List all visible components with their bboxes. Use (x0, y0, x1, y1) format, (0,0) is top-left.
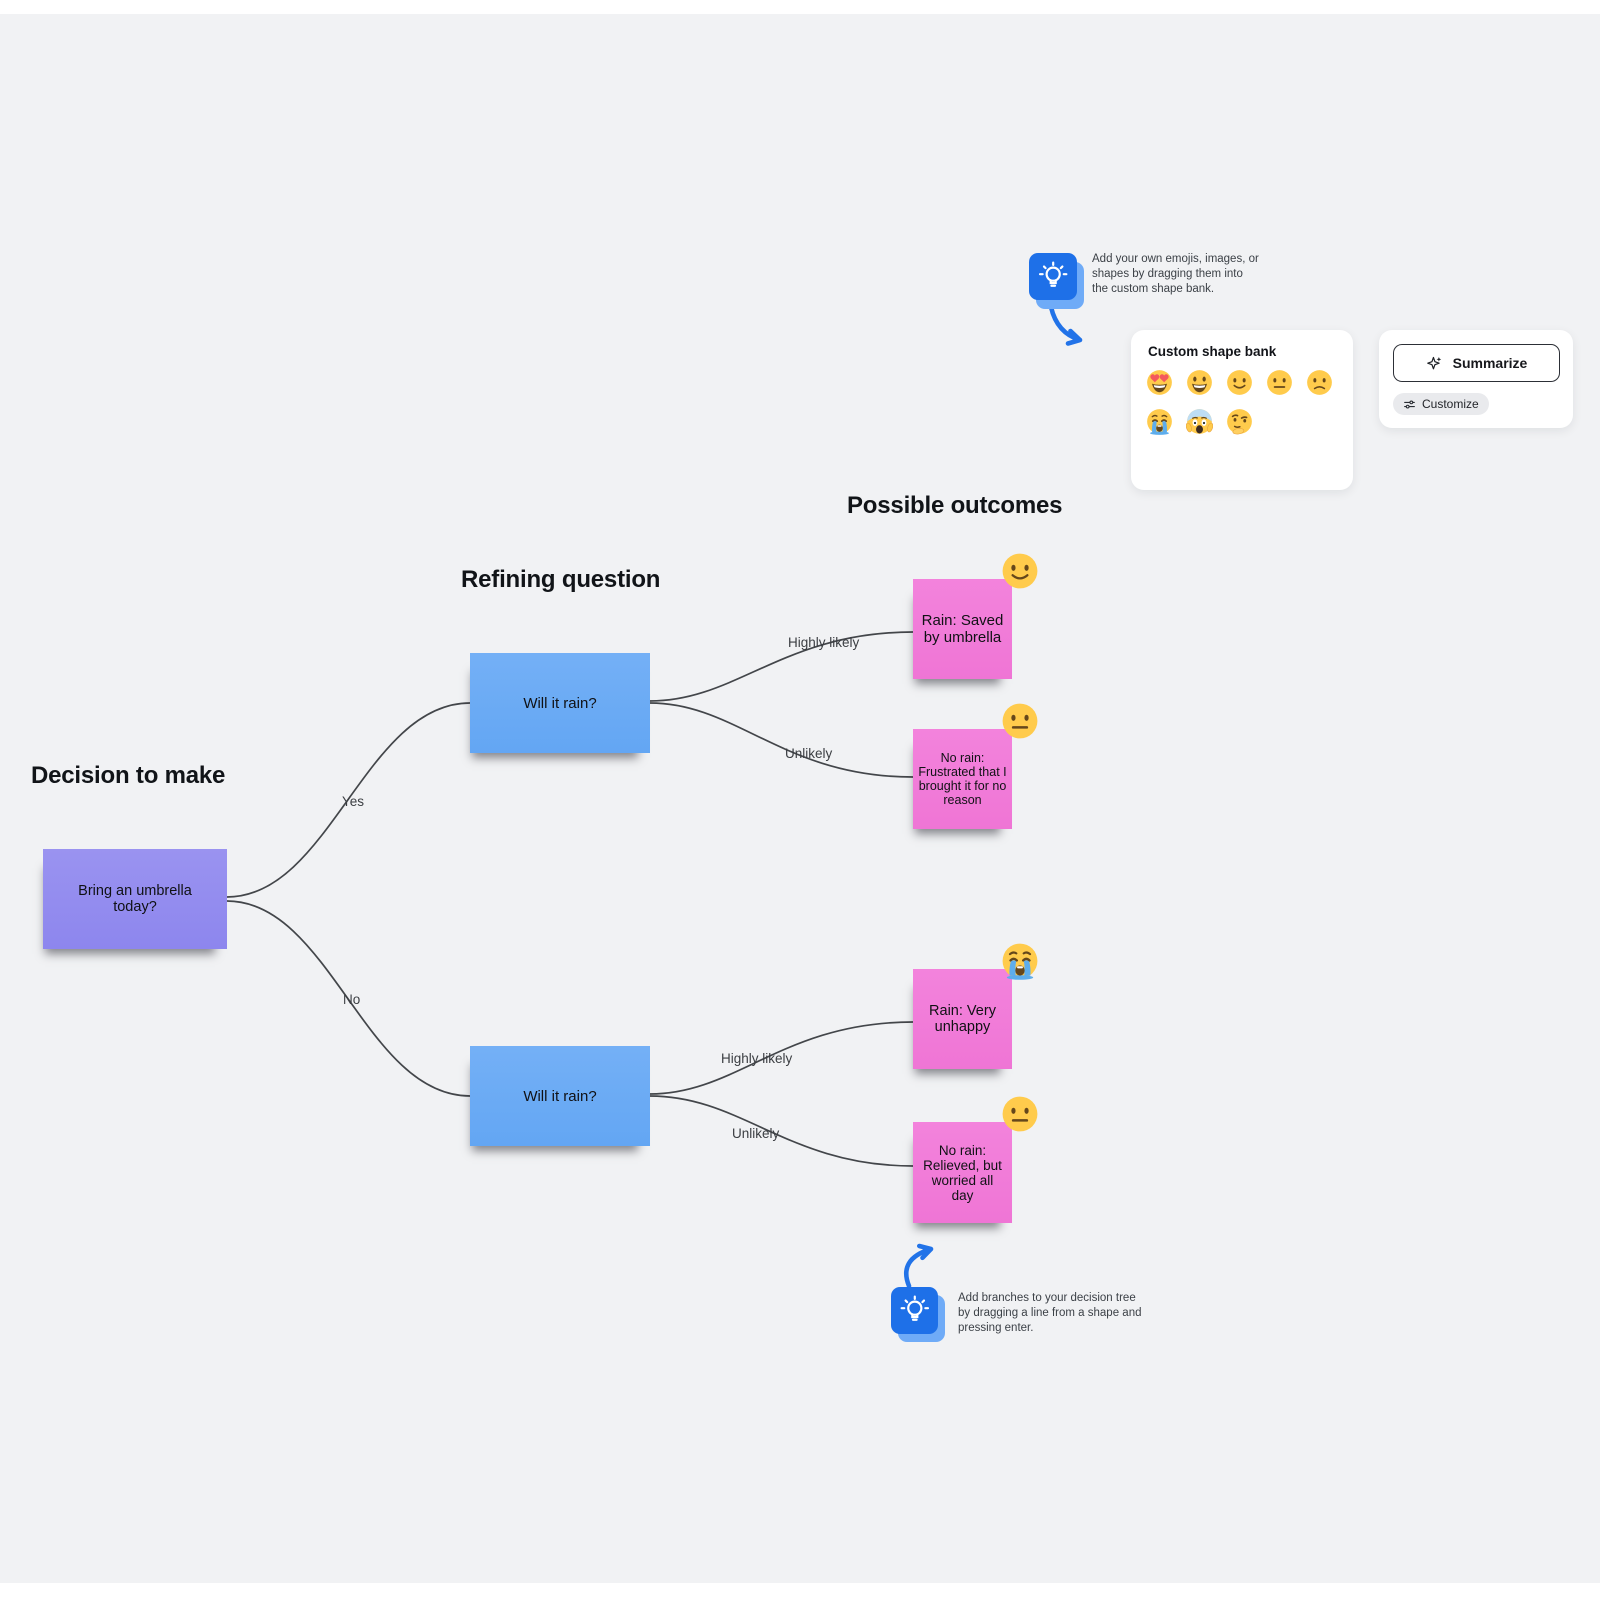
summarize-button[interactable]: Summarize (1393, 344, 1560, 382)
shape-question-will-it-rain-1[interactable]: Will it rain? (470, 653, 650, 753)
lightbulb-icon (891, 1287, 938, 1334)
customize-button[interactable]: Customize (1393, 393, 1489, 415)
board-background[interactable] (0, 14, 1600, 1583)
face-screaming-in-fear-icon[interactable] (1186, 408, 1213, 435)
custom-shape-bank-title: Custom shape bank (1148, 344, 1277, 359)
lightbulb-tip-icon-top (1029, 253, 1084, 309)
neutral-face-icon[interactable] (1001, 1095, 1039, 1133)
sliders-icon (1404, 400, 1415, 408)
slightly-smiling-face-icon[interactable] (1001, 552, 1039, 590)
custom-shape-bank-panel: Custom shape bank (1131, 330, 1353, 490)
shape-text: Will it rain? (523, 1087, 597, 1105)
branch-label-highly-likely-1[interactable]: Highly likely (788, 635, 860, 650)
smiling-face-with-heart-eyes-icon[interactable] (1146, 369, 1173, 396)
shape-question-will-it-rain-2[interactable]: Will it rain? (470, 1046, 650, 1146)
sticky-note-text: Rain: Saved by umbrella (921, 612, 1004, 646)
tip-text-branches: Add branches to your decision tree by dr… (958, 1292, 1142, 1334)
loudly-crying-face-icon[interactable] (1001, 942, 1039, 980)
shape-text: Will it rain? (523, 694, 597, 712)
bottom-bar (0, 1583, 1600, 1600)
branch-label-highly-likely-2[interactable]: Highly likely (721, 1051, 793, 1066)
branch-label-unlikely-2[interactable]: Unlikely (732, 1126, 780, 1141)
customize-button-label: Customize (1422, 397, 1479, 411)
summarize-button-label: Summarize (1452, 355, 1528, 371)
sticky-note-root-decision[interactable]: Bring an umbrella today? (43, 849, 227, 949)
actions-panel: Summarize Customize (1379, 330, 1573, 428)
emoji-grid (1146, 369, 1336, 435)
branch-label-yes[interactable]: Yes (342, 794, 365, 809)
sticky-note-outcome-no-rain-frustrated[interactable]: No rain: Frustrated that I brought it fo… (913, 703, 1038, 829)
thinking-face-icon[interactable] (1226, 408, 1253, 435)
loudly-crying-face-icon[interactable] (1146, 408, 1173, 435)
heading-decision-to-make[interactable]: Decision to make (31, 762, 226, 789)
sticky-note-text: No rain: Relieved, but worried all day (923, 1142, 1002, 1203)
neutral-face-icon[interactable] (1001, 702, 1039, 740)
branch-label-unlikely-1[interactable]: Unlikely (785, 746, 833, 761)
heading-refining-question[interactable]: Refining question (461, 566, 661, 593)
branch-label-no[interactable]: No (343, 992, 361, 1007)
sparkle-icon (1426, 356, 1441, 369)
slightly-smiling-face-icon[interactable] (1226, 369, 1253, 396)
sticky-note-outcome-rain-unhappy[interactable]: Rain: Very unhappy (913, 943, 1038, 1069)
tip-text-shape-bank: Add your own emojis, images, or shapes b… (1092, 253, 1259, 295)
sticky-note-text: No rain: Frustrated that I brought it fo… (918, 751, 1007, 807)
lightbulb-tip-icon-bottom (891, 1287, 945, 1342)
top-bar (0, 0, 1600, 14)
lightbulb-icon (1029, 253, 1077, 300)
slightly-frowning-face-icon[interactable] (1306, 369, 1333, 396)
heading-possible-outcomes[interactable]: Possible outcomes (847, 492, 1063, 519)
sticky-note-text: Bring an umbrella today? (78, 883, 192, 915)
sticky-note-text: Rain: Very unhappy (929, 1003, 996, 1035)
sticky-note-outcome-rain-saved[interactable]: Rain: Saved by umbrella (913, 553, 1038, 679)
sticky-note-outcome-no-rain-relieved[interactable]: No rain: Relieved, but worried all day (913, 1096, 1038, 1223)
neutral-face-icon[interactable] (1266, 369, 1293, 396)
grinning-face-with-big-eyes-icon[interactable] (1186, 369, 1213, 396)
